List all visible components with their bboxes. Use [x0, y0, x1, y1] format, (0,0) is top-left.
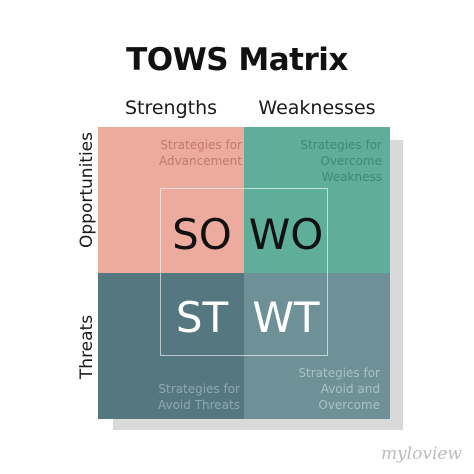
- quadrant-wo-description: Strategies for Overcome Weakness: [300, 138, 382, 184]
- watermark-logo: myloview: [380, 444, 462, 464]
- row-header-opportunities: Opportunities: [77, 132, 97, 248]
- quadrant-wt-description: Strategies for Avoid and Overcome: [298, 366, 380, 412]
- quadrant-wo-code: WO: [248, 210, 324, 259]
- quadrant-so-description: Strategies for Advancement: [158, 138, 242, 168]
- column-header-strengths: Strengths: [124, 97, 218, 119]
- page-title: TOWS Matrix: [126, 42, 348, 78]
- quadrant-wt: Strategies for Avoid and Overcome: [244, 273, 390, 419]
- row-header-threats: Threats: [77, 314, 97, 380]
- quadrant-st-code: ST: [175, 293, 229, 342]
- column-header-weaknesses: Weaknesses: [258, 97, 376, 119]
- quadrant-st: Strategies for Avoid Threats: [98, 273, 244, 419]
- center-outline: [160, 188, 328, 356]
- quadrant-so: Strategies for Advancement: [98, 127, 244, 273]
- quadrant-wo: Strategies for Overcome Weakness: [244, 127, 390, 273]
- quadrant-st-description: Strategies for Avoid Threats: [157, 382, 240, 412]
- quadrant-so-code: SO: [172, 210, 232, 259]
- quadrant-wt-code: WT: [252, 293, 320, 342]
